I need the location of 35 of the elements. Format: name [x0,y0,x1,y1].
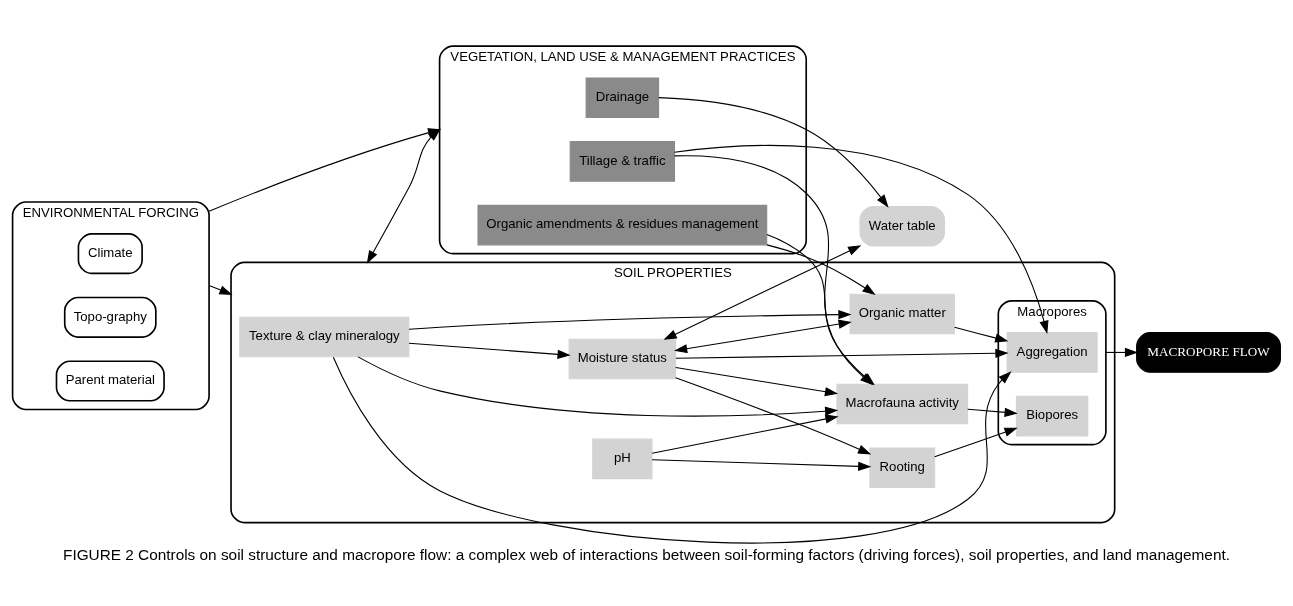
node-box: Tillage & traffic [569,141,676,182]
arrow [332,356,1012,544]
node-box: pH [592,438,653,480]
node-box: Topo-graphy [63,296,157,338]
arrow [357,356,839,417]
arrow [934,427,1018,458]
node-box: Organic amendments & residues management [477,204,768,246]
arrow [954,326,1009,343]
node-box: Rooting [869,447,936,488]
node-box: Moisture status [568,338,677,380]
caption: FIGURE 2 Controls on soil structure and macropore flow: a complex web of interactions between soil-forming factors (driving forces), soil properties, and land management. [63,546,1230,564]
node-box: MACROPORE FLOW [1136,332,1281,373]
arrow [651,414,839,454]
node-box: Drainage [585,77,660,119]
arrow [408,310,852,330]
arrow [408,342,571,359]
node-box: Macrofauna activity [836,383,969,425]
node-box: Climate [77,233,143,275]
arrow [651,459,872,471]
arrow [674,319,852,354]
node-box: Parent material [55,360,165,402]
arrow [208,284,233,295]
arrow [766,244,876,296]
node-box: Texture & clay mineralogy [239,316,410,358]
node-box: Water table [859,205,946,247]
arrow [1105,347,1139,358]
arrow [663,245,862,340]
arrow [967,407,1018,417]
arrow [658,97,889,208]
arrow [675,366,839,397]
arrow [675,377,872,455]
node-box: Biopores [1015,395,1089,437]
node-box: Organic matter [849,293,955,335]
node-box: Aggregation [1006,332,1098,373]
arrow [675,348,1009,359]
